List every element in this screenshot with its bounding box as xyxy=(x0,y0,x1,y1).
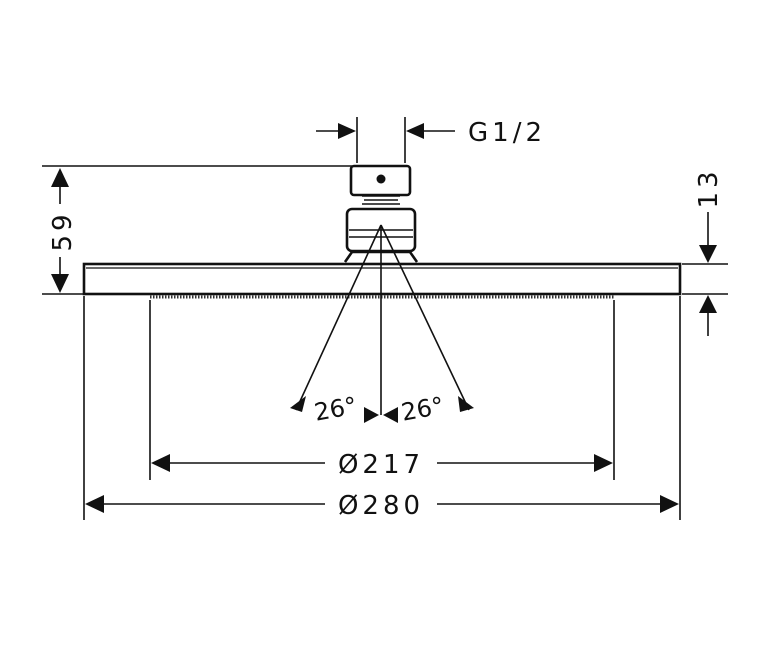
connector-nut xyxy=(349,164,412,197)
angle-right-label: 26° xyxy=(399,392,446,427)
connector-hole xyxy=(376,174,386,184)
shower-plate xyxy=(82,262,682,299)
angle-left-label: 26° xyxy=(312,392,359,427)
spray-line-right xyxy=(380,224,470,411)
spray-angle-lines xyxy=(290,224,474,423)
spray-diameter-label: Ø217 xyxy=(338,450,424,480)
plate-thickness-label: 13 xyxy=(694,167,724,208)
thread-size-label: G1/2 xyxy=(468,118,546,148)
outer-diameter-label: Ø280 xyxy=(338,491,424,521)
outer-diameter-dimension xyxy=(83,296,681,520)
spray-line-left xyxy=(295,224,382,411)
height-total-label: 59 xyxy=(48,210,78,251)
thread-dimension xyxy=(316,117,455,163)
height-dimension xyxy=(42,165,352,295)
thickness-dimension xyxy=(682,212,728,336)
plate-outline xyxy=(82,262,682,296)
spray-diameter-dimension xyxy=(149,300,615,480)
